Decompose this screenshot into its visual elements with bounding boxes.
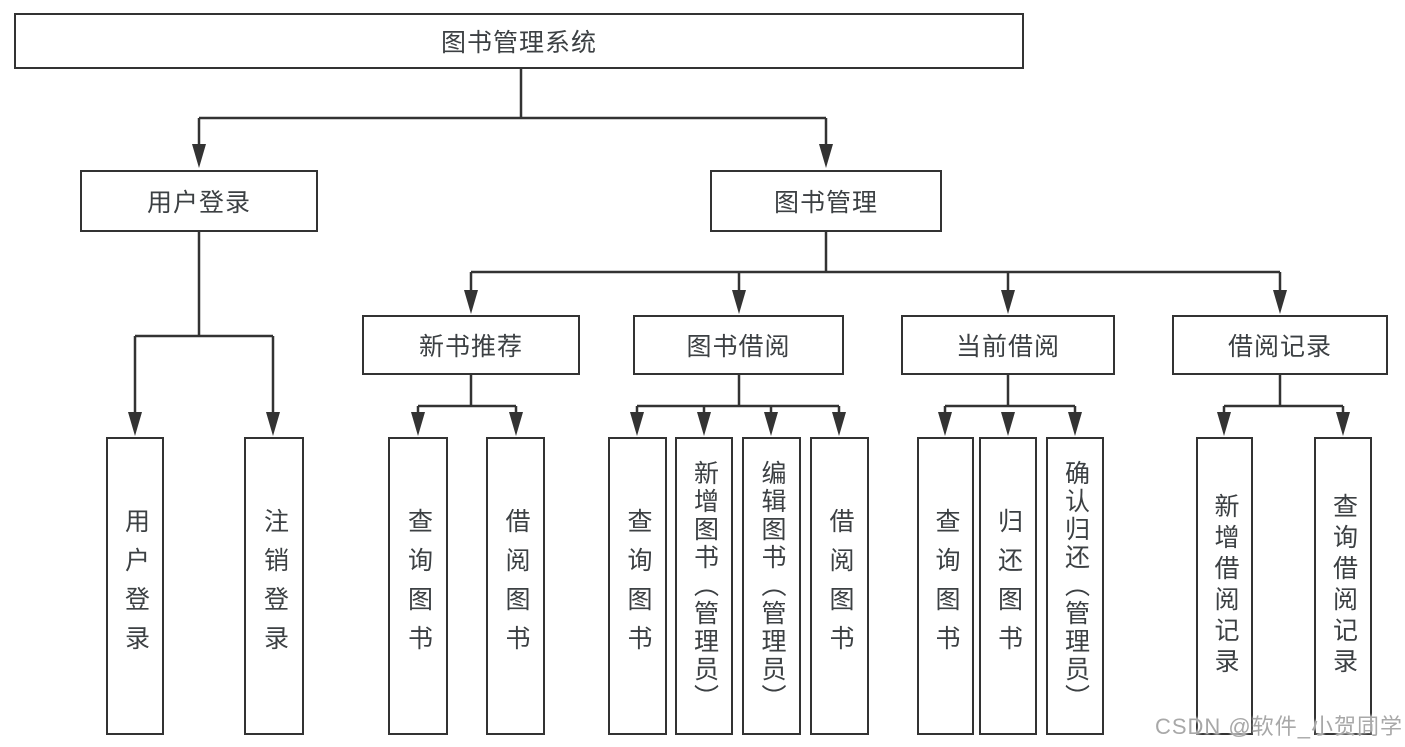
leaf-add-books-admin: 新增图书（管理员） (675, 437, 733, 735)
arrow-down-icon (1001, 412, 1015, 436)
arrow-down-icon (732, 290, 746, 314)
node-label: 注销登录 (260, 508, 289, 664)
leaf-edit-books-admin: 编辑图书（管理员） (742, 437, 801, 735)
node-root-system: 图书管理系统 (14, 13, 1024, 69)
node-label: 图书管理系统 (440, 29, 597, 57)
node-label: 新增图书（管理员） (690, 460, 719, 712)
leaf-confirm-return-admin: 确认归还（管理员） (1046, 437, 1104, 735)
node-label: 编辑图书（管理员） (758, 460, 786, 712)
node-label: 查询图书 (932, 508, 960, 664)
arrow-down-icon (1068, 412, 1082, 436)
node-label: 借阅图书 (502, 508, 530, 664)
csdn-watermark: CSDN @软件_小贺同学 (1154, 714, 1403, 739)
leaf-borrow-books: 借阅图书 (486, 437, 545, 735)
leaf-return-books: 归还图书 (979, 437, 1037, 735)
arrow-down-icon (1001, 290, 1015, 314)
node-borrow-records: 借阅记录 (1172, 315, 1388, 375)
node-label: 图书借阅 (686, 333, 791, 361)
leaf-add-borrow-record: 新增借阅记录 (1196, 437, 1253, 735)
arrow-down-icon (832, 412, 846, 436)
arrow-down-icon (464, 290, 478, 314)
node-label: 用户登录 (146, 189, 251, 217)
node-label: 归还图书 (994, 508, 1023, 664)
node-label: 查询图书 (624, 508, 652, 664)
arrow-down-icon (1217, 412, 1231, 436)
node-current-borrow: 当前借阅 (901, 315, 1115, 375)
node-user-login: 用户登录 (80, 170, 318, 232)
node-label: 新书推荐 (418, 333, 523, 361)
leaf-logout: 注销登录 (244, 437, 304, 735)
node-label: 用户登录 (121, 508, 150, 664)
leaf-user-login: 用户登录 (106, 437, 164, 735)
leaf-query-borrow-record: 查询借阅记录 (1314, 437, 1372, 735)
node-new-book-recommend: 新书推荐 (362, 315, 580, 375)
arrow-down-icon (411, 412, 425, 436)
node-book-borrow: 图书借阅 (633, 315, 844, 375)
leaf-borrow-books: 借阅图书 (810, 437, 869, 735)
leaf-query-books: 查询图书 (388, 437, 448, 735)
arrow-down-icon (266, 412, 280, 436)
node-label: 新增借阅记录 (1211, 493, 1239, 679)
arrow-down-icon (509, 412, 523, 436)
leaf-query-books: 查询图书 (608, 437, 667, 735)
arrow-down-icon (764, 412, 778, 436)
arrow-down-icon (630, 412, 644, 436)
arrow-down-icon (128, 412, 142, 436)
node-label: 查询图书 (404, 508, 433, 664)
arrow-down-icon (1273, 290, 1287, 314)
arrow-down-icon (192, 144, 206, 168)
arrow-down-icon (938, 412, 952, 436)
arrow-down-icon (697, 412, 711, 436)
arrow-down-icon (819, 144, 833, 168)
node-label: 借阅图书 (826, 508, 854, 664)
leaf-query-books: 查询图书 (917, 437, 974, 735)
node-label: 当前借阅 (955, 333, 1060, 361)
node-label: 图书管理 (773, 189, 878, 217)
node-book-management: 图书管理 (710, 170, 942, 232)
node-label: 借阅记录 (1227, 333, 1332, 361)
arrow-down-icon (1336, 412, 1350, 436)
node-label: 确认归还（管理员） (1061, 460, 1090, 712)
node-label: 查询借阅记录 (1329, 493, 1358, 679)
